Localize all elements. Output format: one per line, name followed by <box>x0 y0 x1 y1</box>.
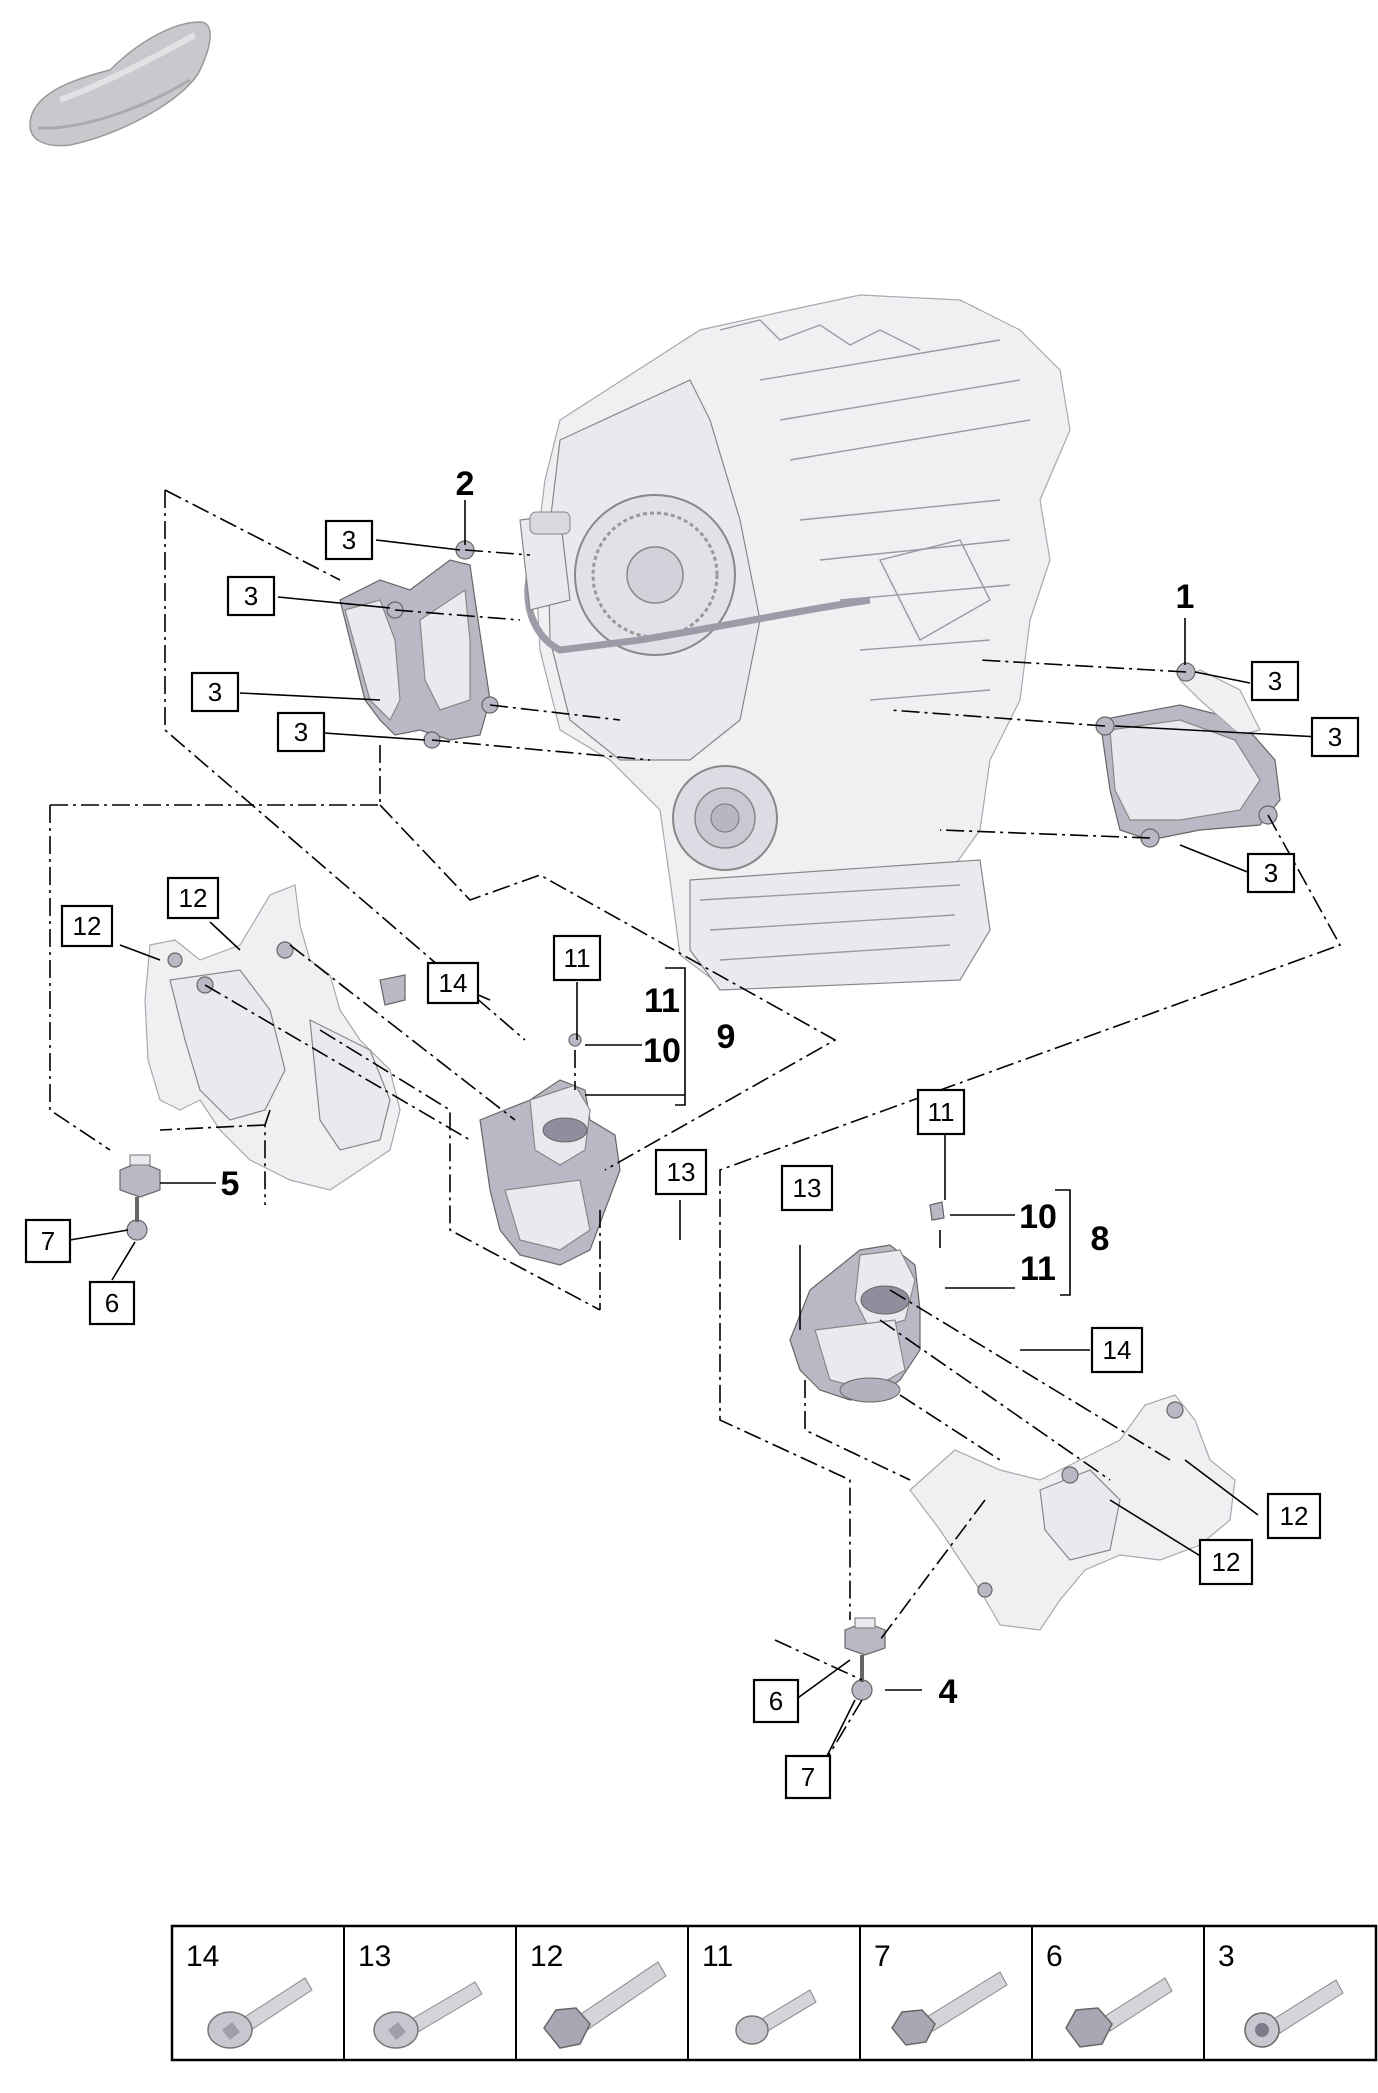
svg-text:3: 3 <box>342 525 356 555</box>
svg-text:3: 3 <box>294 717 308 747</box>
bolt-icon <box>543 1961 667 2049</box>
callout-11-bold-b: 11 <box>1020 1250 1056 1288</box>
svg-text:13: 13 <box>793 1173 822 1203</box>
svg-text:3: 3 <box>244 581 258 611</box>
svg-text:3: 3 <box>208 677 222 707</box>
callout-12-c: 12 <box>1266 1492 1322 1540</box>
callout-3-b: 3 <box>226 575 276 617</box>
svg-text:12: 12 <box>73 911 102 941</box>
callout-12-b: 12 <box>60 904 114 948</box>
svg-text:7: 7 <box>874 1940 891 1973</box>
callout-3-d: 3 <box>276 711 326 753</box>
svg-text:7: 7 <box>801 1762 815 1792</box>
car-thumbnail-icon <box>29 21 211 147</box>
svg-text:13: 13 <box>358 1940 391 1973</box>
svg-text:11: 11 <box>564 943 591 973</box>
svg-text:12: 12 <box>1280 1501 1309 1531</box>
callout-12-d: 12 <box>1198 1538 1254 1586</box>
svg-text:6: 6 <box>105 1288 119 1318</box>
legend-cell-12: 12 <box>530 1940 667 2049</box>
damper-4 <box>844 1617 886 1701</box>
callout-11-b: 11 <box>916 1088 966 1136</box>
bolt-icon <box>373 1981 483 2049</box>
legend-cell-7: 7 <box>874 1940 1008 2046</box>
svg-text:14: 14 <box>1103 1335 1132 1365</box>
callout-9: 9 <box>717 1018 736 1056</box>
bolt-icon <box>891 1971 1008 2046</box>
svg-text:13: 13 <box>667 1157 696 1187</box>
callout-4: 4 <box>939 1673 958 1711</box>
callout-12-a: 12 <box>166 876 220 920</box>
legend-cell-11: 11 <box>702 1940 817 2045</box>
svg-text:12: 12 <box>530 1940 563 1973</box>
callout-1: 1 <box>1176 578 1195 616</box>
legend-cell-14: 14 <box>186 1940 313 2049</box>
svg-text:11: 11 <box>928 1097 955 1127</box>
callout-3-c: 3 <box>190 671 240 713</box>
svg-text:6: 6 <box>769 1686 783 1716</box>
callout-6-b: 6 <box>752 1678 800 1724</box>
callout-3-g: 3 <box>1246 852 1296 894</box>
bolt-icon <box>735 1989 817 2045</box>
callout-6-a: 6 <box>88 1280 136 1326</box>
callout-14-b: 14 <box>1090 1326 1144 1374</box>
legend-cell-3: 3 <box>1218 1940 1344 2048</box>
engine-bracket-left <box>339 540 499 749</box>
engine-block <box>519 294 1071 991</box>
svg-text:3: 3 <box>1218 1940 1235 1973</box>
svg-text:12: 12 <box>1212 1547 1241 1577</box>
bolt-icon <box>1065 1977 1173 2048</box>
callout-3-a: 3 <box>324 519 374 561</box>
svg-text:3: 3 <box>1268 666 1282 696</box>
svg-text:7: 7 <box>41 1226 55 1256</box>
callout-8: 8 <box>1091 1220 1110 1258</box>
svg-text:3: 3 <box>1328 722 1342 752</box>
callout-13-a: 13 <box>654 1148 708 1196</box>
callout-2: 2 <box>456 465 475 503</box>
svg-text:6: 6 <box>1046 1940 1063 1973</box>
svg-text:11: 11 <box>702 1940 733 1973</box>
callout-14-a: 14 <box>426 961 480 1005</box>
callout-7-a: 7 <box>24 1218 72 1264</box>
svg-text:14: 14 <box>186 1940 219 1973</box>
engine-mount-left <box>479 1033 621 1266</box>
callout-5: 5 <box>221 1165 240 1203</box>
bolt-icon <box>207 1977 313 2049</box>
subframe-right <box>909 1394 1236 1631</box>
engine-mount-right <box>789 1201 945 1403</box>
callout-7-b: 7 <box>784 1754 832 1800</box>
leader-lines <box>69 500 1321 1771</box>
callout-11-bold-a: 11 <box>644 982 680 1020</box>
damper-5 <box>119 1154 161 1241</box>
callout-3-e: 3 <box>1250 660 1300 702</box>
fastener-legend: 14 13 12 11 <box>170 1924 1378 2062</box>
subframe-left <box>144 884 406 1191</box>
bolt-icon <box>1244 1979 1344 2048</box>
svg-text:12: 12 <box>179 883 208 913</box>
callout-13-b: 13 <box>780 1164 834 1212</box>
callout-11-a: 11 <box>552 934 602 982</box>
legend-cell-6: 6 <box>1046 1940 1173 2048</box>
callout-10-bold-b: 10 <box>1019 1198 1057 1236</box>
connection-lines <box>49 489 1342 1771</box>
callout-10-bold-a: 10 <box>643 1032 681 1070</box>
svg-text:3: 3 <box>1264 858 1278 888</box>
svg-text:14: 14 <box>439 968 468 998</box>
legend-cell-13: 13 <box>358 1940 483 2049</box>
callout-3-f: 3 <box>1310 716 1360 758</box>
